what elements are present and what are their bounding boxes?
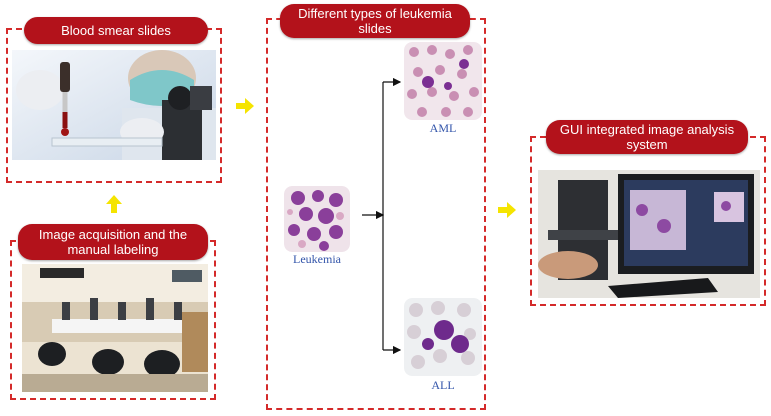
aml-slide-image [404, 42, 482, 120]
lab-photo [22, 264, 208, 392]
all-slide-image [404, 298, 482, 376]
yellow-arrow-icon [498, 202, 516, 218]
gui-workstation-photo [538, 170, 760, 298]
leukemia-types-title: Different types of leukemia slides [280, 4, 470, 38]
blood-smear-photo [12, 50, 216, 160]
gui-system-title: GUI integrated image analysis system [546, 120, 748, 154]
yellow-arrow-icon [106, 195, 122, 213]
aml-label: AML [429, 121, 457, 135]
leukemia-label: Leukemia [293, 252, 341, 266]
leukemia-slide-image [284, 186, 350, 252]
all-label: ALL [431, 378, 455, 392]
acquisition-title: Image acquisition and the manual labelin… [18, 224, 208, 260]
blood-smear-title: Blood smear slides [24, 17, 208, 44]
yellow-arrow-icon [236, 98, 254, 114]
